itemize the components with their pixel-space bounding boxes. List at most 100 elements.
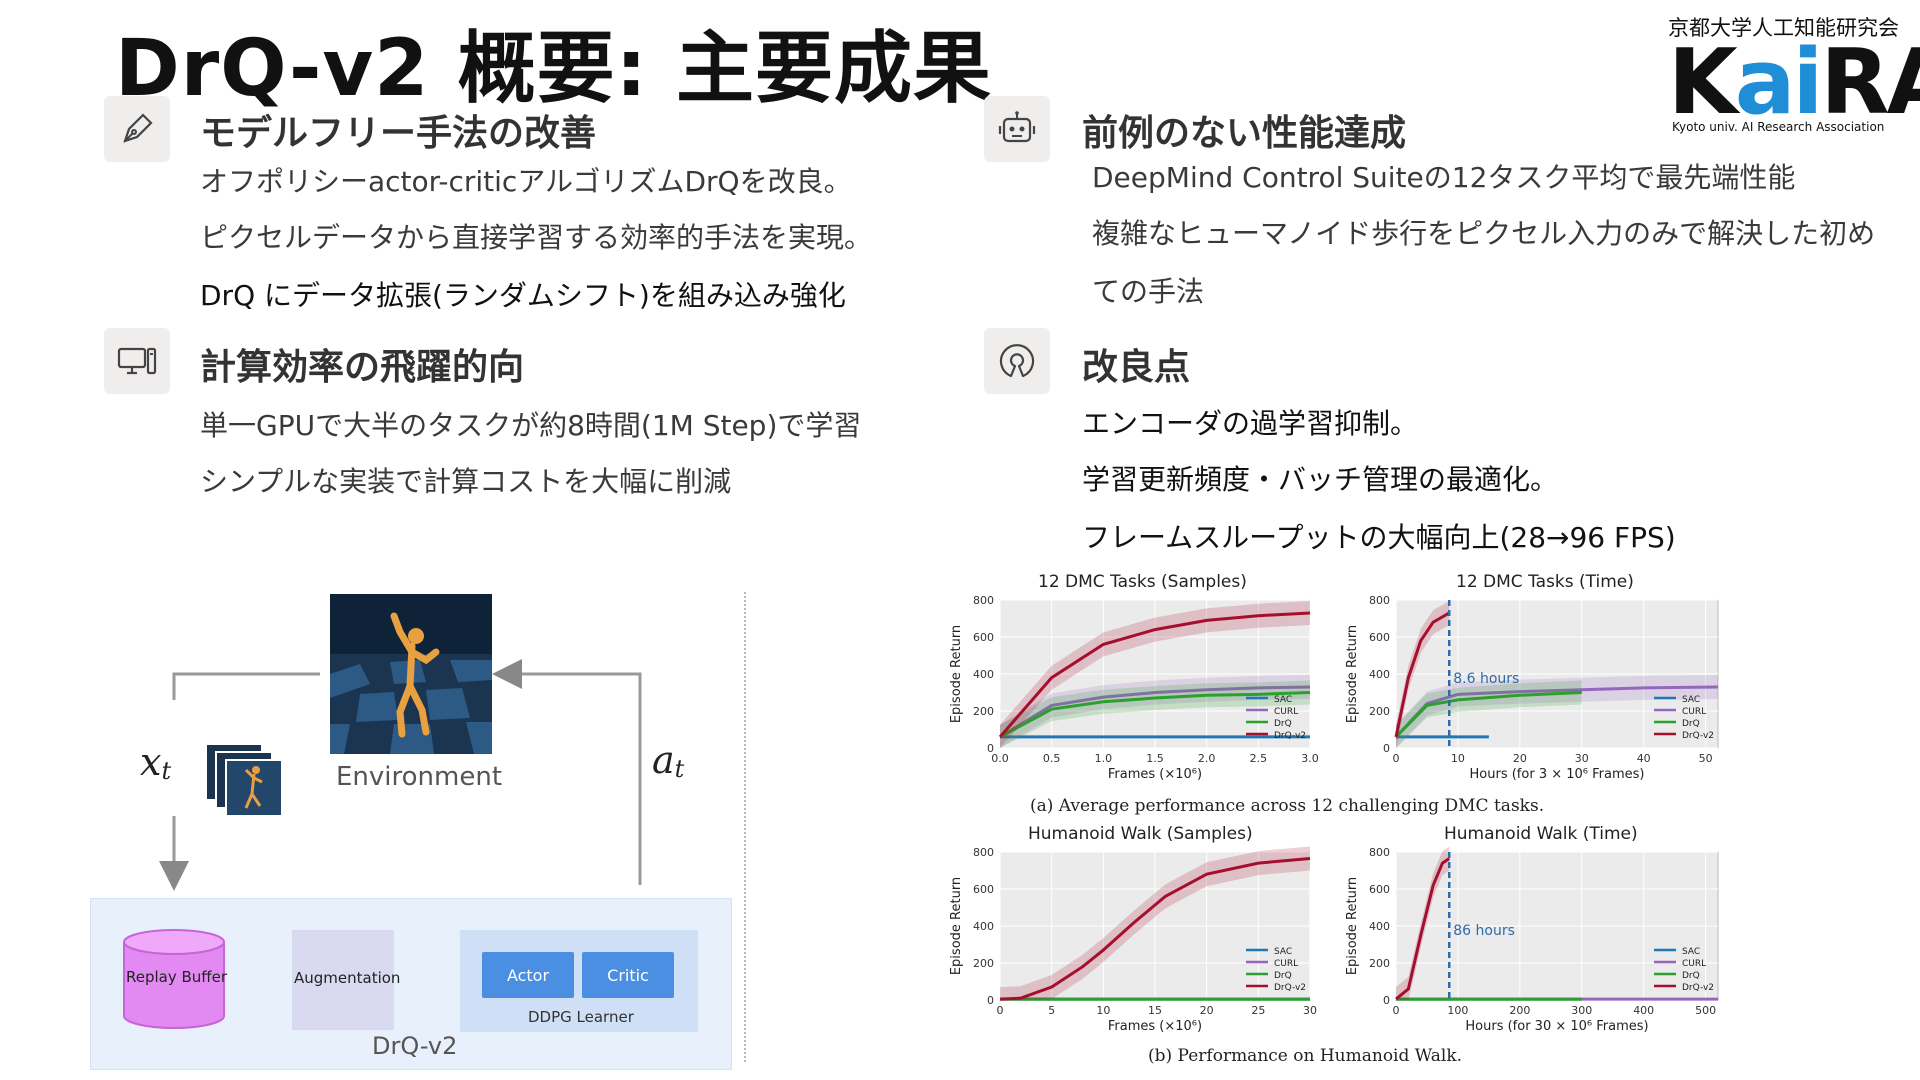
y-tick-label: 600	[973, 883, 994, 896]
a-var: a	[652, 738, 675, 782]
section-heading-model-free: モデルフリー手法の改善	[200, 113, 597, 154]
caption-a: (a) Average performance across 12 challe…	[1030, 796, 1545, 816]
section-line: エンコーダの過学習抑制。	[1082, 407, 1419, 440]
frame-stack-image	[204, 742, 288, 818]
replay-buffer-cylinder	[122, 928, 226, 1032]
a-sub: t	[674, 755, 685, 784]
x-tick-label: 10	[1096, 1004, 1110, 1017]
x-tick-label: 2.0	[1198, 752, 1216, 765]
series-band	[1396, 680, 1582, 748]
x-tick-label: 1.5	[1146, 752, 1164, 765]
caption-b: (b) Performance on Humanoid Walk.	[1148, 1046, 1463, 1066]
x-t-label: xt	[140, 740, 171, 785]
legend-label: DrQ-v2	[1682, 983, 1714, 993]
y-tick-label: 800	[973, 846, 994, 859]
y-tick-label: 200	[973, 957, 994, 970]
legend-label: SAC	[1682, 695, 1700, 705]
y-tick-label: 0	[1383, 742, 1390, 755]
legend-label: DrQ-v2	[1274, 983, 1306, 993]
series-line	[999, 685, 1311, 739]
y-tick-label: 200	[973, 705, 994, 718]
logo-subtitle: Kyoto univ. AI Research Association	[1672, 120, 1885, 134]
x-tick-label: 0.5	[1043, 752, 1061, 765]
replay-buffer-label: Replay Buffer	[126, 968, 228, 986]
legend-label: DrQ	[1274, 971, 1292, 981]
ddpg-learner-label: DDPG Learner	[528, 1008, 634, 1026]
legend-label: DrQ	[1274, 719, 1292, 729]
pen-icon	[104, 96, 170, 162]
legend-label: SAC	[1682, 947, 1700, 957]
section-line: 学習更新頻度・バッチ管理の最適化。	[1082, 463, 1559, 496]
y-tick-label: 600	[1369, 883, 1390, 896]
section-heading-performance: 前例のない性能達成	[1082, 113, 1407, 154]
x-tick-label: 200	[1509, 1004, 1530, 1017]
y-tick-label: 600	[1369, 631, 1390, 644]
y-tick-label: 200	[1369, 705, 1390, 718]
drq-v2-label: DrQ-v2	[372, 1032, 458, 1060]
logo-k: K	[1668, 30, 1738, 135]
y-axis-label: Episode Return	[1345, 625, 1360, 723]
x-tick-label: 30	[1575, 752, 1589, 765]
augmentation-box	[292, 930, 394, 1030]
y-tick-label: 400	[973, 668, 994, 681]
section-line: 複雑なヒューマノイド歩行をピクセル入力のみで解決した初め	[1092, 217, 1876, 250]
critic-box: Critic	[582, 952, 674, 998]
section-line: フレームスループットの大幅向上(28→96 FPS)	[1082, 521, 1676, 554]
legend-label: CURL	[1274, 959, 1298, 969]
y-axis-label: Episode Return	[1345, 877, 1360, 975]
series-line	[999, 856, 1311, 1001]
y-tick-label: 400	[1369, 668, 1390, 681]
section-line: ピクセルデータから直接学習する効率的手法を実現。	[200, 221, 873, 254]
a-t-label: at	[652, 738, 684, 783]
y-tick-label: 0	[987, 994, 994, 1007]
y-tick-label: 600	[973, 631, 994, 644]
chart-title: 12 DMC Tasks (Samples)	[1038, 572, 1247, 592]
x-tick-label: 20	[1513, 752, 1527, 765]
series-line	[998, 611, 1311, 738]
environment-label: Environment	[336, 762, 503, 792]
y-tick-label: 0	[987, 742, 994, 755]
environment-image	[330, 594, 492, 754]
y-axis-label: Episode Return	[949, 877, 964, 975]
series-line	[1394, 685, 1719, 738]
series-band	[1000, 680, 1310, 748]
y-tick-label: 200	[1369, 957, 1390, 970]
x-tick-label: 0	[1393, 752, 1400, 765]
section-heading-improvements: 改良点	[1082, 347, 1191, 388]
actor-box: Actor	[482, 952, 574, 998]
drq-architecture-diagram: Environment xt at Replay Buffer Augmenta…	[90, 580, 740, 1080]
x-tick-label: 15	[1148, 1004, 1162, 1017]
x-tick-label: 25	[1251, 1004, 1265, 1017]
x-tick-label: 3.0	[1301, 752, 1319, 765]
x-axis-label: Frames (×10⁶)	[1108, 767, 1202, 782]
x-tick-label: 0.0	[991, 752, 1009, 765]
section-heading-compute-efficiency: 計算効率の飛躍的向	[200, 347, 525, 388]
logo-mark: KaiRA	[1668, 38, 1920, 128]
legend-label: CURL	[1682, 959, 1706, 969]
x-axis-label: Frames (×10⁶)	[1108, 1019, 1202, 1034]
series-line	[999, 691, 1311, 739]
legend-label: DrQ	[1682, 971, 1700, 981]
logo-org-name: 京都大学人工知能研究会	[1668, 16, 1899, 40]
section-line: 単一GPUで大半のタスクが約8時間(1M Step)で学習	[200, 409, 862, 442]
legend-label: DrQ-v2	[1682, 731, 1714, 741]
x-axis-label: Hours (for 30 × 10⁶ Frames)	[1465, 1019, 1648, 1034]
section-line: DrQ にデータ拡張(ランダムシフト)を組み込み強化	[200, 279, 846, 312]
x-tick-label: 50	[1699, 752, 1713, 765]
page-title: DrQ-v2 概要: 主要成果	[115, 24, 992, 114]
x-tick-label: 5	[1048, 1004, 1055, 1017]
logo-ai: ai	[1734, 30, 1824, 135]
section-line: ての手法	[1092, 275, 1205, 308]
x-tick-label: 30	[1303, 1004, 1317, 1017]
x-tick-label: 1.0	[1095, 752, 1113, 765]
series-band	[1000, 674, 1310, 748]
augmentation-label: Augmentation	[294, 969, 401, 987]
legend-label: SAC	[1274, 695, 1292, 705]
y-tick-label: 800	[973, 594, 994, 607]
y-tick-label: 800	[1369, 594, 1390, 607]
x-tick-label: 40	[1637, 752, 1651, 765]
y-tick-label: 400	[1369, 920, 1390, 933]
legend-label: SAC	[1274, 947, 1292, 957]
